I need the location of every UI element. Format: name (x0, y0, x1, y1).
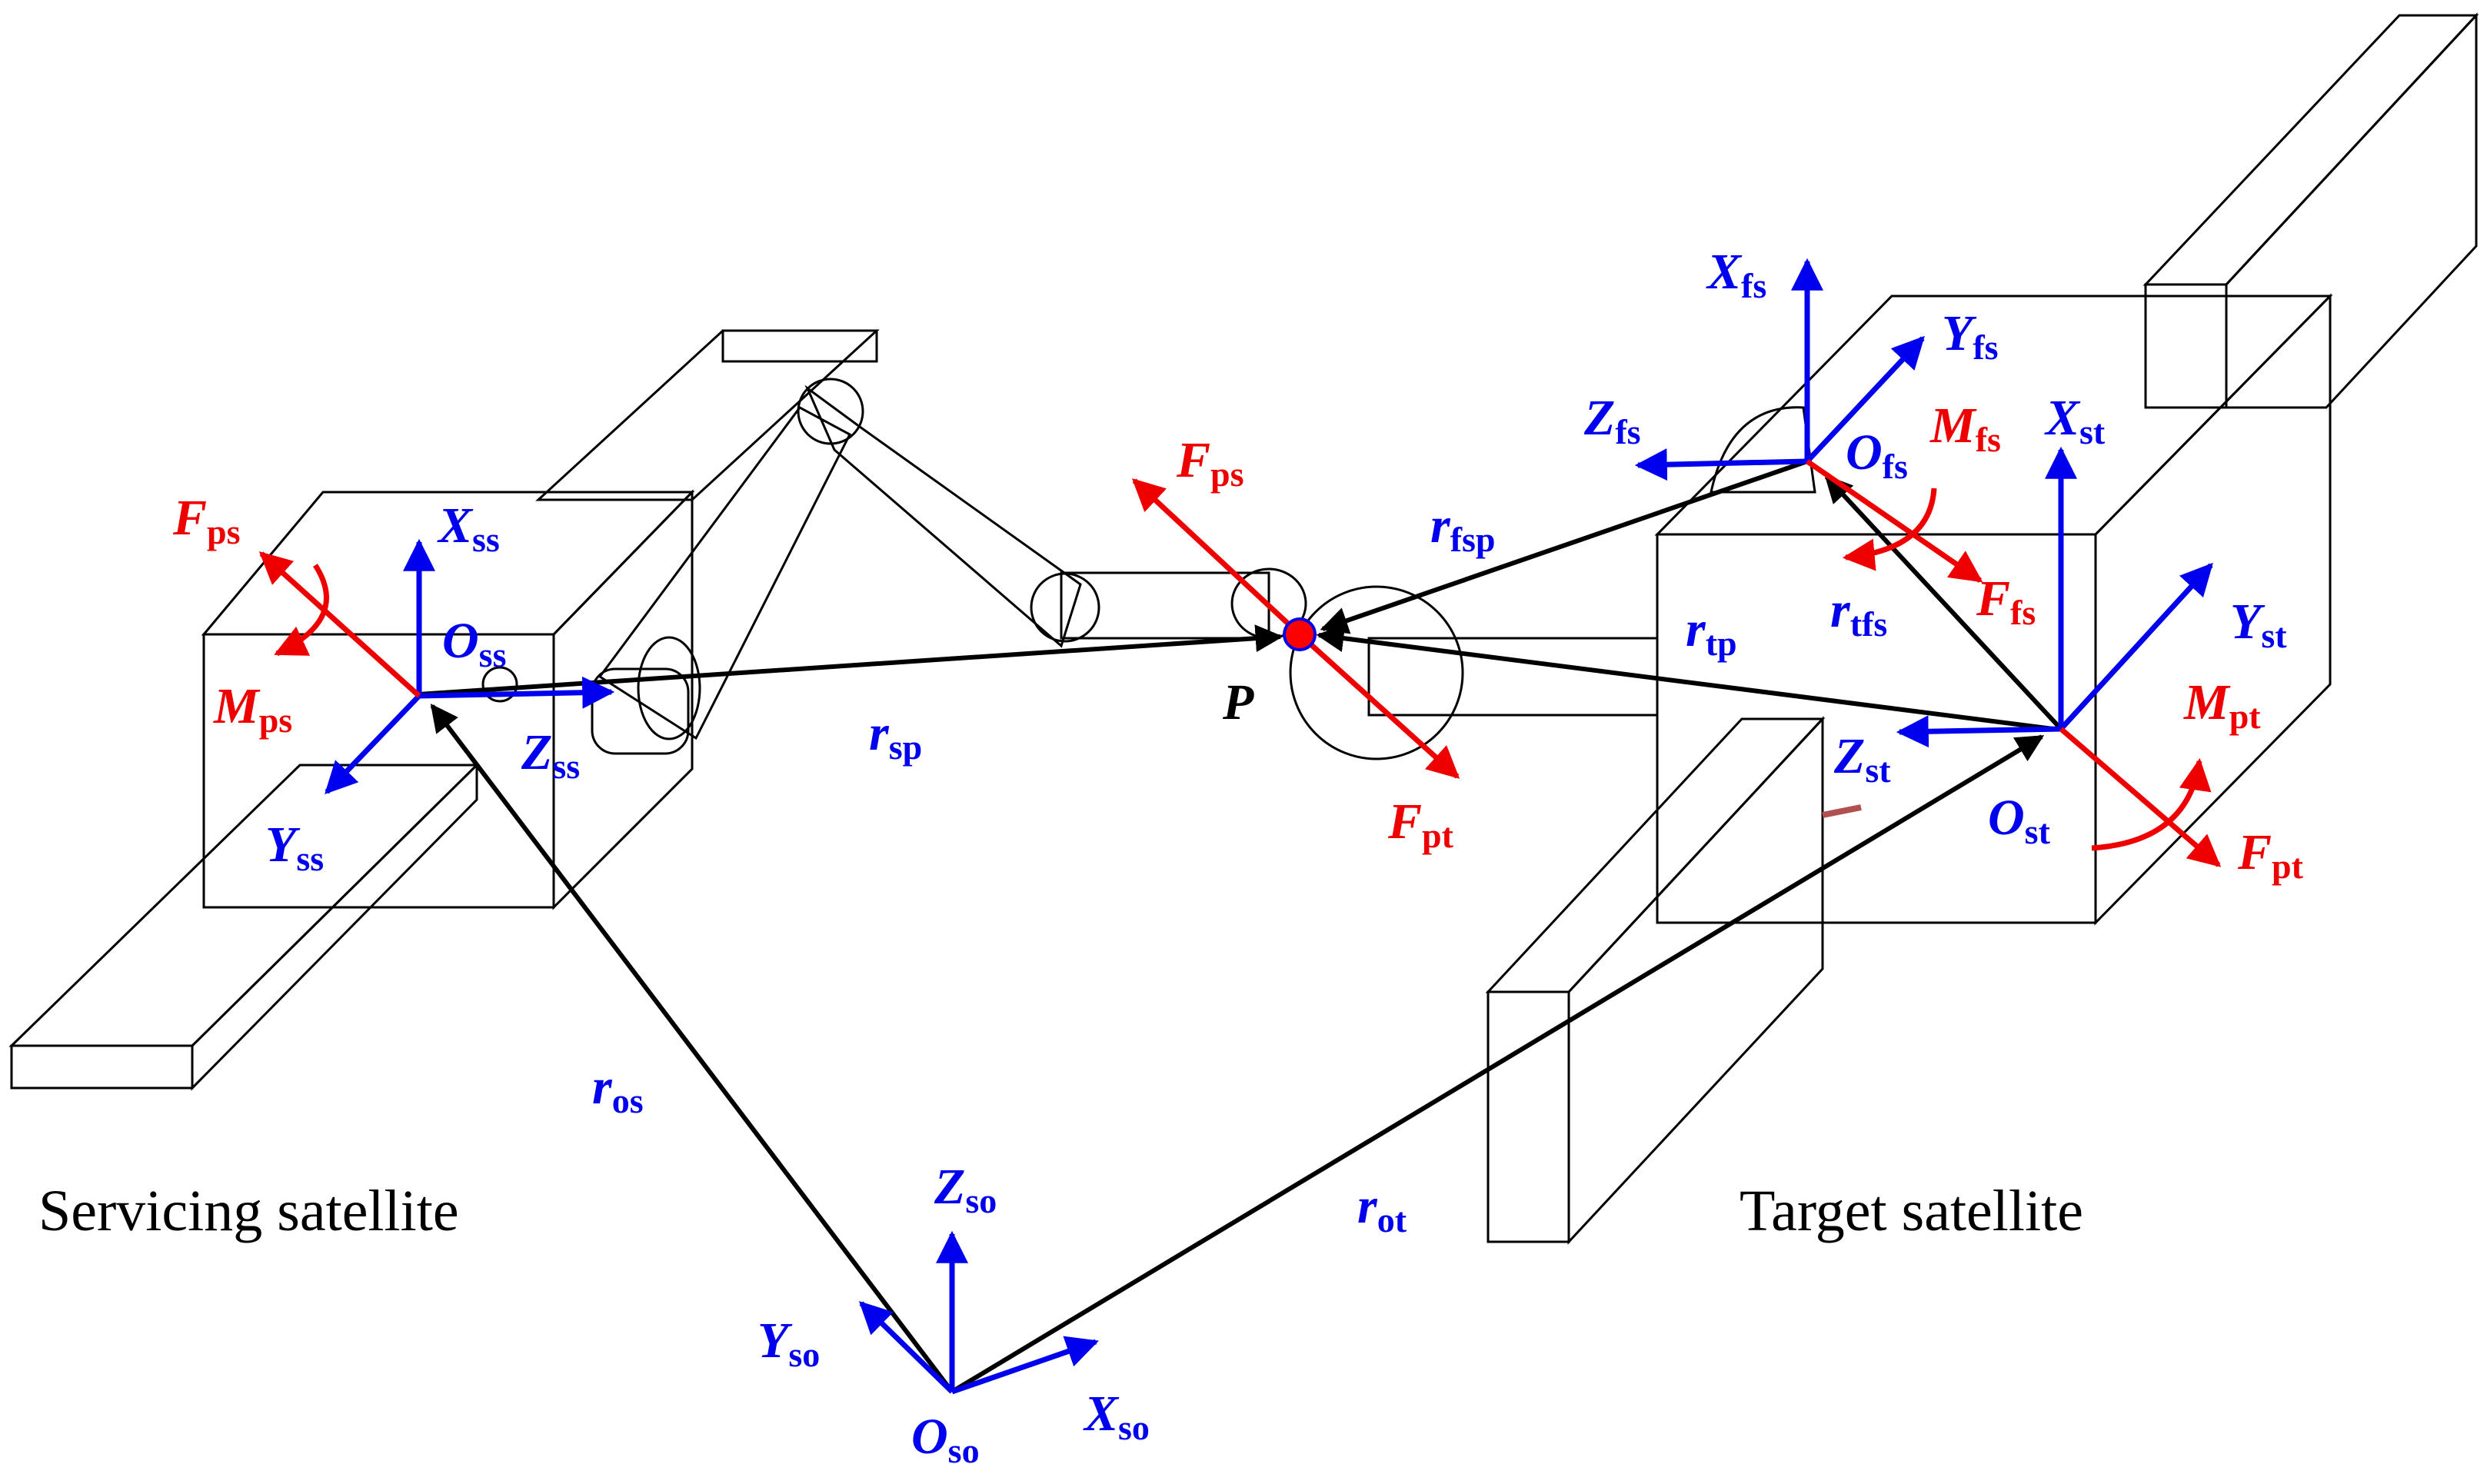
label-Oso: Oso (911, 1409, 980, 1470)
axis-Zst (1896, 715, 2062, 748)
label-Yss: Yss (265, 817, 324, 878)
label-P: P (1222, 674, 1254, 730)
label-Fpt-mid: Fpt (1387, 794, 1454, 855)
label-rot: rot (1357, 1178, 1407, 1239)
fs-forces (1806, 459, 1983, 583)
label-Fps-left: Fps (172, 490, 241, 551)
st-frame-axes (1896, 446, 2213, 748)
moment-Mps (274, 564, 329, 657)
target-front-panel (1485, 716, 1862, 1245)
label-rsp: rsp (869, 705, 922, 767)
label-Ofs: Ofs (1846, 424, 1908, 486)
axis-Zss (418, 676, 615, 709)
label-Mpt: Mpt (2183, 674, 2261, 736)
force-Fps-left (258, 551, 421, 698)
label-Zfs: Zfs (1583, 390, 1641, 451)
vector-rot (951, 734, 2045, 1394)
label-Xfs: Xfs (1706, 244, 1766, 305)
label-Mps: Mps (213, 678, 292, 740)
label-rfsp: rfsp (1430, 497, 1496, 559)
label-Xso: Xso (1083, 1386, 1150, 1447)
label-Ost: Ost (1988, 790, 2051, 851)
vector-rsp (418, 624, 1283, 697)
target-capture-handle (1710, 406, 1816, 494)
target-rear-panel (2142, 12, 2479, 409)
label-ros: ros (592, 1059, 644, 1120)
label-Yst: Yst (2230, 594, 2287, 655)
axis-Yss (325, 694, 421, 795)
label-Fpt-right: Fpt (2237, 824, 2304, 886)
contact-point (1283, 617, 1317, 651)
force-Fps-mid (1131, 478, 1302, 637)
servicing-frame-axes (325, 538, 615, 795)
position-vectors (418, 459, 2063, 1394)
label-rtp: rtp (1686, 601, 1737, 663)
vector-rtp (1316, 624, 2054, 731)
servicing-satellite-body (201, 489, 695, 910)
caption-target-satellite: Target satellite (1740, 1179, 2083, 1243)
servicing-upper-panel (535, 329, 880, 501)
label-Fps-mid: Fps (1176, 432, 1244, 494)
label-Zso: Zso (934, 1159, 997, 1220)
servicing-lower-panel (8, 762, 480, 1091)
target-satellite-body (1654, 293, 2333, 926)
label-Oss: Oss (442, 613, 506, 674)
vector-ros (430, 704, 954, 1393)
fs-frame-axes (1634, 258, 1925, 481)
caption-servicing-satellite: Servicing satellite (38, 1179, 459, 1243)
label-Xst: Xst (2044, 390, 2106, 451)
moment-Mfs (1842, 487, 1937, 571)
label-Yso: Yso (757, 1313, 820, 1374)
label-Mfs: Mfs (1929, 398, 2001, 459)
label-Zss: Zss (521, 724, 580, 786)
servicing-forces (258, 551, 421, 698)
contact-forces (1131, 478, 1460, 779)
robotic-arm (481, 378, 1270, 755)
force-Fpt-mid (1297, 632, 1460, 779)
label-Yfs: Yfs (1942, 305, 1999, 367)
axis-Yfs (1805, 335, 1925, 464)
label-rtfs: rtfs (1830, 582, 1887, 644)
label-Ffs: Ffs (1976, 571, 2036, 632)
axis-Zfs (1634, 448, 1808, 481)
inertial-frame-axes (858, 1230, 1099, 1395)
st-forces (2059, 727, 2222, 867)
axis-Yst (2059, 562, 2213, 731)
axis-Yso (858, 1301, 954, 1394)
labels: Fps Mps Xss Oss Zss Yss rsp ros Zso Yso … (38, 244, 2304, 1470)
force-Ffs (1806, 459, 1983, 583)
moment-Mpt (2091, 757, 2212, 851)
force-Fpt-right (2059, 727, 2222, 867)
vector-rfsp (1320, 459, 1808, 634)
label-Xss: Xss (437, 497, 500, 559)
axis-Xso (951, 1336, 1099, 1395)
label-Zst: Zst (1833, 728, 1891, 790)
vector-rtfs (1824, 474, 2063, 731)
